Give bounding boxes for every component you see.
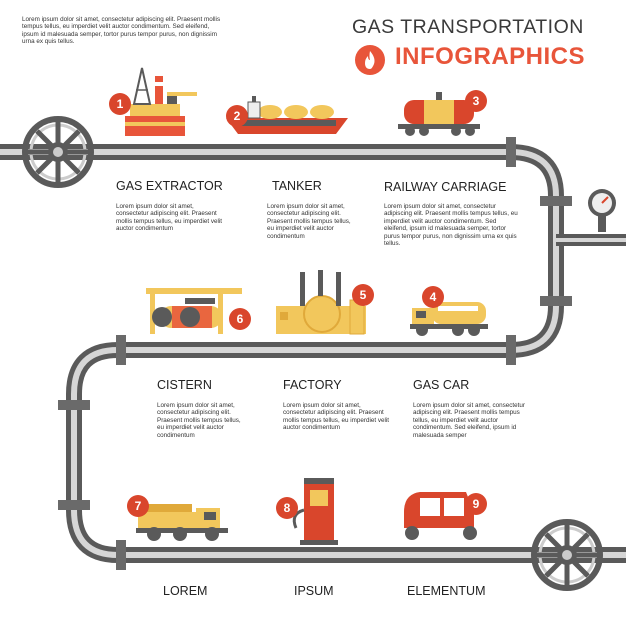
factory-icon: [276, 270, 366, 335]
step-text-railway-carriage: Lorem ipsum dolor sit amet, consectetur …: [384, 203, 518, 248]
pressure-gauge-icon: [588, 189, 616, 217]
page-title: GAS TRANSPORTATION: [352, 16, 584, 38]
gas-car-truck-icon: [410, 302, 488, 336]
step-title-elementum: ELEMENTUM: [407, 584, 486, 598]
intro-paragraph: Lorem ipsum dolor sit amet, consectetur …: [22, 16, 221, 46]
step-title-ipsum: IPSUM: [294, 584, 334, 598]
step-title-gas-car: GAS CAR: [413, 378, 470, 392]
step-title-cistern: CISTERN: [157, 378, 212, 392]
valve-wheel-icon: [22, 116, 94, 188]
step-badge-1: 1: [109, 93, 131, 115]
gas-vehicle-icon: [404, 492, 477, 540]
step-badge-2: 2: [226, 105, 248, 127]
railway-carriage-icon: [398, 92, 480, 136]
flame-icon: [355, 45, 385, 75]
step-badge-4: 4: [422, 286, 444, 308]
tanker-ship-icon: [226, 96, 348, 134]
step-badge-8: 8: [276, 497, 298, 519]
step-title-factory: FACTORY: [283, 378, 342, 392]
step-badge-6: 6: [229, 308, 251, 330]
cistern-icon: [146, 288, 242, 334]
gas-pump-icon: [292, 478, 338, 545]
valve-wheel-icon: [531, 519, 603, 591]
step-badge-7: 7: [127, 495, 149, 517]
step-title-tanker: TANKER: [272, 179, 322, 193]
step-badge-5: 5: [352, 284, 374, 306]
step-badge-3: 3: [465, 90, 487, 112]
gas-extractor-icon: [125, 67, 197, 136]
step-text-factory: Lorem ipsum dolor sit amet, consectetur …: [283, 402, 390, 432]
step-badge-9: 9: [465, 493, 487, 515]
step-text-cistern: Lorem ipsum dolor sit amet, consectetur …: [157, 402, 241, 439]
step-title-railway-carriage: RAILWAY CARRIAGE: [384, 180, 507, 194]
step-title-lorem: LOREM: [163, 584, 208, 598]
truck-icon: [136, 504, 228, 541]
step-title-gas-extractor: GAS EXTRACTOR: [116, 179, 223, 193]
step-text-gas-car: Lorem ipsum dolor sit amet, consectetur …: [413, 402, 525, 439]
step-text-tanker: Lorem ipsum dolor sit amet, consectetur …: [267, 203, 351, 240]
page-subtitle: INFOGRAPHICS: [395, 43, 586, 70]
step-text-gas-extractor: Lorem ipsum dolor sit amet, consectetur …: [116, 203, 223, 233]
